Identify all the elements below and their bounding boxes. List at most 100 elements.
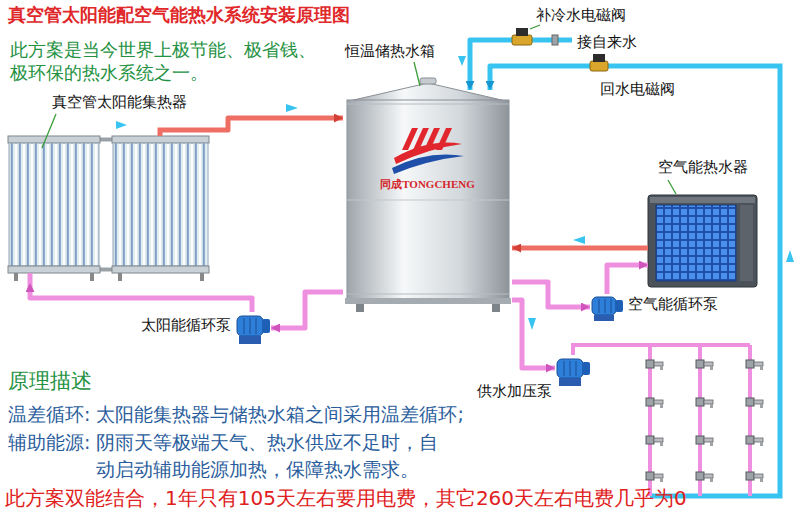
tap-outlets <box>696 360 713 370</box>
tap-outlets <box>696 398 713 408</box>
solar-collector-illustration <box>90 273 94 281</box>
solar-collector-illustration <box>200 273 204 281</box>
solar-collector-illustration <box>14 273 18 281</box>
solar-collector-illustration <box>100 268 112 272</box>
air-pump-illustration <box>605 299 606 313</box>
principle-text: 辅助能源: 阴雨天等极端天气、热水供应不足时，自动启动辅助能源加热，保障热水需求… <box>8 429 448 483</box>
water-pipe <box>512 246 648 251</box>
supply-pump-illustration <box>576 361 577 376</box>
circulation-pump: 空气能循环泵 <box>590 294 626 322</box>
solar-collector-illustration <box>42 114 56 148</box>
air-heater-illustration <box>656 205 736 281</box>
solenoid-valve: 回水电磁阀 <box>588 56 610 76</box>
tap-outlets <box>696 436 713 446</box>
cold-water-valve-illustration <box>530 25 540 29</box>
water-pipe <box>512 300 555 368</box>
cold-water-valve-illustration <box>552 35 558 45</box>
return-valve-illustration <box>610 66 780 496</box>
tap-outlets <box>696 472 713 482</box>
solar-collector-illustration <box>118 273 122 281</box>
water-pipe <box>490 66 588 90</box>
tap-outlets <box>646 436 663 446</box>
supply-pump-illustration <box>570 361 571 376</box>
solar-collector-illustration <box>100 138 112 142</box>
cold-water-valve-illustration <box>512 35 532 45</box>
component-label: 补冷水电磁阀 <box>536 6 626 25</box>
return-valve-illustration <box>593 54 605 62</box>
water-inlet-label: 接自来水 <box>577 33 637 51</box>
cold-water-valve-illustration <box>510 25 572 45</box>
tap-outlets <box>646 360 763 482</box>
solar-collector-illustration <box>160 130 217 136</box>
tap-outlets <box>746 436 763 446</box>
air-pump-illustration <box>592 297 623 321</box>
air-heater-illustration <box>650 197 755 203</box>
component-label: 太阳能循环泵 <box>141 316 231 335</box>
tap-outlets <box>746 360 763 370</box>
water-tank-illustration <box>286 56 511 312</box>
tap-outlets <box>646 398 663 408</box>
water-pipe <box>271 292 343 328</box>
water-tank-illustration <box>347 200 509 201</box>
solar-collector-illustration <box>116 121 127 129</box>
return-valve-illustration <box>588 54 794 496</box>
water-tank-illustration <box>492 304 500 312</box>
summary-note: 此方案双能结合，1年只有105天左右要用电费，其它260天左右电费几乎为0 <box>5 486 687 510</box>
water-tank-illustration <box>347 104 509 105</box>
water-tank-illustration <box>392 155 464 175</box>
tap-outlets <box>646 472 663 482</box>
solar-pump-illustration <box>262 319 270 333</box>
water-tank-illustration <box>420 78 436 84</box>
solar-collector-illustration <box>112 266 209 273</box>
supply-pump-illustration <box>582 362 590 375</box>
air-pump-illustration <box>592 297 616 315</box>
tap-outlets <box>746 472 763 482</box>
intro-text: 此方案是当今世界上极节能、极省钱、极环保的热水系统之一。 <box>10 38 325 84</box>
solar-collector-illustration <box>8 136 100 143</box>
solar-collector-illustration <box>112 136 209 143</box>
solar-pump-illustration <box>237 316 270 344</box>
storage-tank: 恒温储热水箱同成TONGCHENG <box>343 90 512 312</box>
air-heater-illustration <box>648 195 757 287</box>
air-pump-illustration <box>611 299 612 313</box>
supply-pump-illustration <box>528 318 750 496</box>
supply-pump-illustration <box>564 361 565 376</box>
component-label: 供水加压泵 <box>477 382 552 401</box>
solar-collector: 真空管太阳能集热器 <box>5 118 217 283</box>
water-pipe <box>607 265 648 294</box>
water-tank-illustration <box>286 104 298 112</box>
solenoid-valve: 补冷水电磁阀 <box>510 30 534 50</box>
solar-collector-illustration <box>28 273 33 283</box>
circulation-pump: 太阳能循环泵 <box>235 312 271 346</box>
return-valve-illustration <box>786 250 794 262</box>
tap-outlets <box>746 398 763 408</box>
air-pump-illustration <box>615 300 623 312</box>
supply-pump-illustration <box>559 378 581 386</box>
air-heat-pump: 空气能热水器 <box>648 195 757 287</box>
return-valve-illustration <box>590 61 608 71</box>
air-pump-illustration <box>594 315 614 321</box>
solar-pump-illustration <box>239 336 261 344</box>
air-pump-illustration <box>599 299 600 313</box>
air-heater-illustration <box>573 180 757 287</box>
component-label: 恒温储热水箱 <box>345 42 435 61</box>
supply-pump-illustration <box>528 318 536 330</box>
solar-pump-illustration <box>250 318 251 334</box>
water-tank-illustration <box>414 62 420 86</box>
water-tank-illustration <box>347 100 509 299</box>
principle-text: 温差循环: 太阳能集热器与储热水箱之间采用温差循环; <box>8 402 464 426</box>
section-heading: 原理描述 <box>8 368 92 394</box>
component-label: 真空管太阳能集热器 <box>52 93 187 112</box>
water-pipe <box>217 118 343 130</box>
component-label: 空气能循环泵 <box>628 295 718 314</box>
water-tank-illustration <box>356 304 364 312</box>
solar-collector-illustration <box>9 143 99 266</box>
component-label: 回水电磁阀 <box>600 80 675 99</box>
water-tank-illustration <box>458 56 466 66</box>
water-tank-illustration <box>345 298 511 304</box>
solar-collector-illustration <box>8 266 100 273</box>
solar-pump-illustration <box>237 316 263 336</box>
booster-pump: 供水加压泵 <box>555 355 592 388</box>
supply-pump-illustration <box>573 345 750 355</box>
